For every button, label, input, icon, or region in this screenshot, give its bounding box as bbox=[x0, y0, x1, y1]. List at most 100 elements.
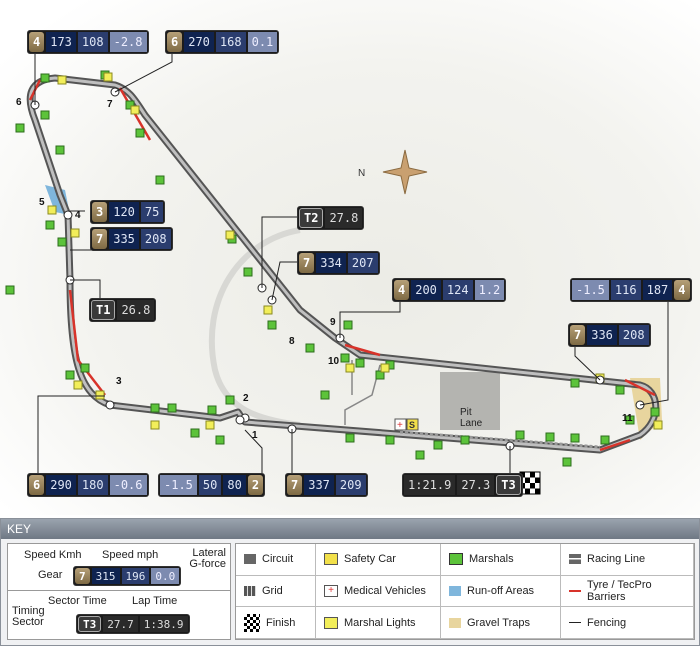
fencing-icon bbox=[569, 622, 581, 624]
leader-line bbox=[574, 345, 601, 381]
leader-line bbox=[37, 395, 105, 473]
barrier-icon bbox=[569, 589, 581, 592]
leader-line bbox=[244, 429, 263, 473]
marshal-post-icon bbox=[545, 432, 555, 442]
leader-line bbox=[271, 261, 297, 301]
pit-building bbox=[440, 372, 500, 430]
key-legend-grid: Circuit Safety Car Marshals Racing Line … bbox=[235, 543, 695, 640]
turn-5-label: 5 bbox=[39, 197, 45, 208]
marshal-post-icon bbox=[80, 363, 90, 373]
marshal-post-icon bbox=[305, 343, 315, 353]
racing-line-icon bbox=[569, 554, 581, 565]
key-speed-mph: Speed mph bbox=[102, 549, 159, 561]
compass-icon bbox=[382, 149, 428, 195]
marshal-light-icon bbox=[380, 363, 390, 373]
marshal-light-icon bbox=[57, 75, 67, 85]
marshal-post-icon bbox=[215, 435, 225, 445]
marshal-light-icon bbox=[73, 380, 83, 390]
key-fencing: Fencing bbox=[561, 607, 694, 639]
marshal-post-icon bbox=[562, 457, 572, 467]
marshal-post-icon bbox=[155, 175, 165, 185]
marshal-post-icon bbox=[207, 405, 217, 415]
marshal-post-icon bbox=[243, 267, 253, 277]
marshal-post-icon bbox=[650, 407, 660, 417]
key-medical: +Medical Vehicles bbox=[316, 575, 441, 608]
marshal-light-icon bbox=[130, 105, 140, 115]
marshal-post-icon bbox=[40, 110, 50, 120]
marshal-light-icon bbox=[653, 420, 663, 430]
leader-line bbox=[261, 216, 297, 288]
marshal-post-icon bbox=[125, 100, 135, 110]
leader-line bbox=[639, 300, 669, 406]
safety-car-icon: S bbox=[406, 418, 419, 431]
marshal-light-icon bbox=[205, 420, 215, 430]
key-sector-time: Sector Time bbox=[48, 595, 107, 607]
turn-6-label: 6 bbox=[16, 97, 22, 108]
marshal-post-icon bbox=[415, 450, 425, 460]
marshal-post-icon bbox=[345, 433, 355, 443]
marshal-post-icon bbox=[190, 428, 200, 438]
marshal-light-icon bbox=[70, 228, 80, 238]
marshal-post-icon bbox=[375, 370, 385, 380]
key-grid: Grid bbox=[236, 575, 316, 608]
key-finish: Finish bbox=[236, 607, 316, 639]
marshal-post-icon bbox=[615, 385, 625, 395]
marshal-post-icon bbox=[65, 370, 75, 380]
marshal-post-icon bbox=[343, 320, 353, 330]
key-racing-line: Racing Line bbox=[561, 544, 694, 576]
marshal-light-icon bbox=[324, 616, 338, 629]
leader-line bbox=[114, 52, 173, 93]
marshal-post-icon bbox=[135, 128, 145, 138]
key-barriers: Tyre / TecPro Barriers bbox=[561, 575, 694, 608]
marshal-post-icon bbox=[150, 403, 160, 413]
turn-11-label: 11 bbox=[622, 413, 633, 424]
key-marshal-lights: Marshal Lights bbox=[316, 607, 441, 639]
medical-icon: + bbox=[324, 584, 338, 597]
marshal-icon bbox=[449, 553, 463, 566]
turn-9-label: 9 bbox=[330, 317, 336, 328]
marshal-light-icon bbox=[225, 230, 235, 240]
old-oval bbox=[208, 227, 301, 428]
marshal-light-icon bbox=[103, 72, 113, 82]
key-gravel: Gravel Traps bbox=[441, 607, 561, 639]
marshal-post-icon bbox=[570, 433, 580, 443]
leader-line bbox=[70, 279, 101, 300]
medical-vehicle-icon: + bbox=[394, 418, 407, 431]
key-runoff: Run-off Areas bbox=[441, 575, 561, 608]
corner-point-marker bbox=[63, 210, 73, 220]
legend-key: KEY Speed Kmh Speed mph Lateral G-force … bbox=[0, 518, 700, 646]
marshal-light-icon bbox=[345, 363, 355, 373]
svg-text:+: + bbox=[397, 420, 403, 431]
marshal-post-icon bbox=[55, 145, 65, 155]
safety-car-icon bbox=[324, 553, 338, 566]
gravel-swatch-icon bbox=[449, 617, 461, 628]
marshal-post-icon bbox=[225, 395, 235, 405]
marshal-post-icon bbox=[625, 415, 635, 425]
key-marshals: Marshals bbox=[441, 544, 561, 576]
circuit-swatch-icon bbox=[244, 554, 256, 565]
leader-line bbox=[339, 300, 401, 338]
marshal-post-icon bbox=[40, 73, 50, 83]
key-lap-time: Lap Time bbox=[132, 595, 178, 607]
key-timing-sector: Timing Sector bbox=[12, 605, 45, 628]
marshal-light-icon bbox=[150, 420, 160, 430]
svg-text:S: S bbox=[409, 420, 415, 430]
marshal-post-icon bbox=[515, 430, 525, 440]
turn-1-label: 1 bbox=[252, 430, 258, 441]
key-box-explainer: Speed Kmh Speed mph Lateral G-force Gear… bbox=[7, 543, 231, 640]
key-safety-car: Safety Car bbox=[316, 544, 441, 576]
corner-point-marker bbox=[105, 400, 115, 410]
